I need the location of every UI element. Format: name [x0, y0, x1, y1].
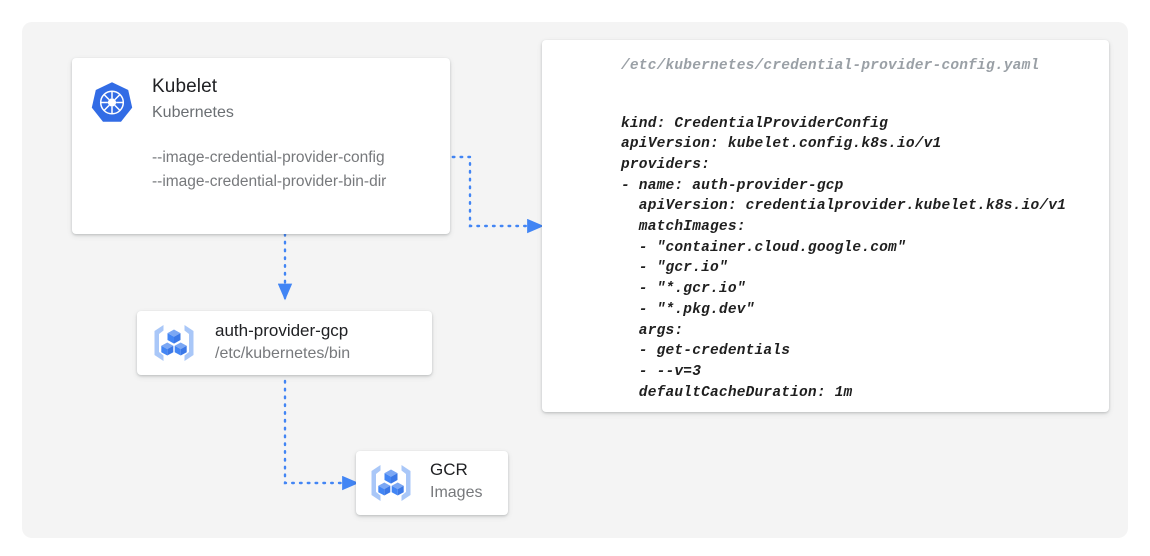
- yaml-filename: /etc/kubernetes/credential-provider-conf…: [621, 58, 1040, 74]
- gcr-card-title: GCR: [430, 460, 468, 479]
- kubelet-flag-config: --image-credential-provider-config: [152, 149, 385, 166]
- credential-provider-config-panel[interactable]: /etc/kubernetes/credential-provider-conf…: [542, 40, 1109, 412]
- kubelet-flag-bin-dir: --image-credential-provider-bin-dir: [152, 173, 387, 190]
- auth-provider-card-subtitle: /etc/kubernetes/bin: [215, 345, 351, 362]
- container-registry-icon: [368, 461, 414, 505]
- kubelet-card-title: Kubelet: [152, 76, 218, 97]
- kubernetes-logo-icon: [88, 79, 136, 127]
- yaml-content: kind: CredentialProviderConfig apiVersio…: [621, 115, 1067, 401]
- auth-provider-card-title: auth-provider-gcp: [215, 321, 349, 340]
- kubelet-card-subtitle: Kubernetes: [152, 104, 234, 121]
- cube-top: [167, 329, 181, 344]
- cube-bottom-right: [174, 342, 187, 356]
- kubelet-card[interactable]: Kubelet Kubernetes --image-credential-pr…: [72, 58, 450, 234]
- cube-bottom-left: [161, 342, 174, 356]
- auth-provider-gcp-card[interactable]: auth-provider-gcp /etc/kubernetes/bin: [137, 311, 432, 375]
- kubelet-flag-list: --image-credential-provider-config --ima…: [152, 146, 386, 194]
- container-registry-icon: [151, 321, 197, 365]
- gcr-card-subtitle: Images: [430, 484, 483, 501]
- cube-bottom-right: [391, 482, 404, 496]
- gcr-card[interactable]: GCR Images: [356, 451, 508, 515]
- cube-top: [384, 469, 398, 484]
- cube-bottom-left: [378, 482, 391, 496]
